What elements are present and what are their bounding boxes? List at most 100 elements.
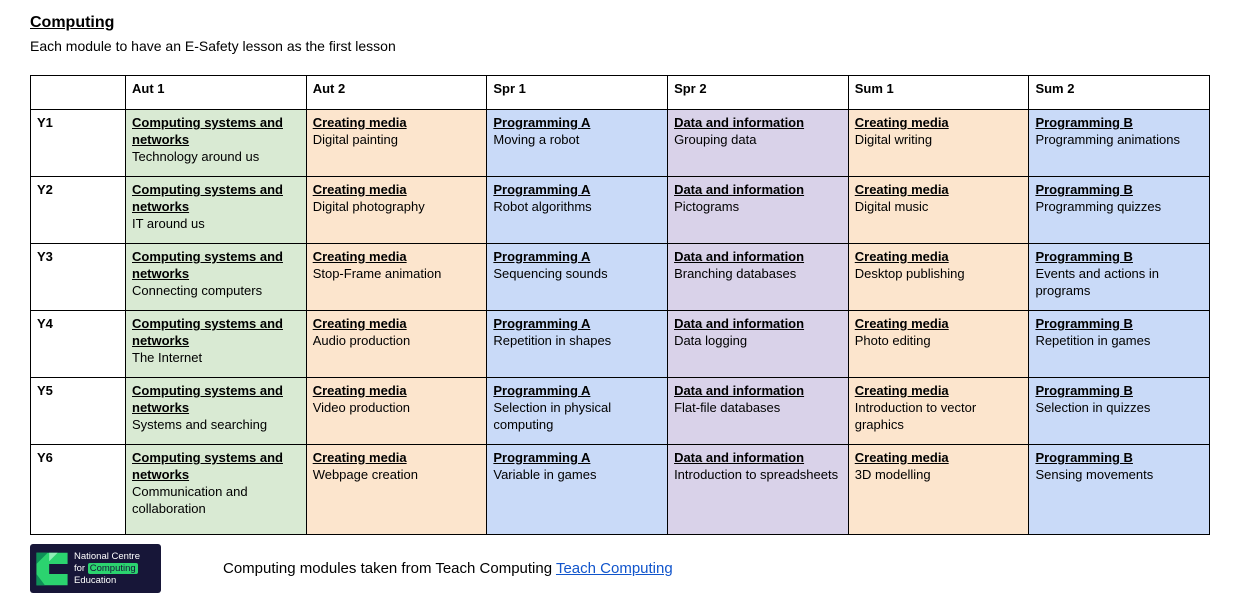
module-category: Creating media [854, 450, 949, 465]
module-category: Creating media [854, 182, 949, 197]
module-topic: Stop-Frame animation [312, 266, 442, 281]
module-topic: IT around us [132, 216, 205, 231]
module-topic: Technology around us [132, 149, 260, 164]
module-category: Creating media [312, 249, 407, 264]
year-label-y2: Y2 [30, 176, 126, 244]
page-title: Computing [30, 14, 115, 31]
module-category: Creating media [312, 450, 407, 465]
module-category: Computing systems and networks [132, 383, 283, 415]
module-cell: Programming B Programming quizzes [1028, 176, 1211, 244]
module-topic: Digital music [854, 199, 929, 214]
module-topic: Webpage creation [312, 467, 418, 482]
ncce-logo-line1: National Centre [74, 550, 141, 562]
term-header-sum-1: Sum 1 [847, 75, 1030, 110]
year-label-y3: Y3 [30, 243, 126, 311]
footer-note: Computing modules taken from Teach Compu… [223, 560, 673, 577]
module-category: Programming B [1035, 182, 1133, 197]
module-category: Computing systems and networks [132, 450, 283, 482]
ncce-logo-text: National Centre for Computing Education [74, 551, 140, 587]
module-topic: Grouping data [674, 132, 757, 147]
module-topic: Digital painting [312, 132, 398, 147]
module-category: Creating media [854, 249, 949, 264]
footer-text: Computing modules taken from Teach Compu… [223, 560, 553, 577]
module-cell: Programming B Programming animations [1028, 109, 1211, 177]
ncce-computing-highlight: Computing [87, 562, 138, 574]
module-topic: Programming quizzes [1035, 199, 1162, 214]
module-category: Programming A [493, 249, 591, 264]
module-category: Programming B [1035, 450, 1133, 465]
term-header-aut-2: Aut 2 [305, 75, 488, 110]
module-topic: Moving a robot [493, 132, 580, 147]
module-topic: Audio production [312, 333, 411, 348]
module-topic: Photo editing [854, 333, 931, 348]
year-label-y6: Y6 [30, 444, 126, 535]
footer: National Centre for Computing Education … [30, 544, 1209, 593]
module-category: Programming B [1035, 316, 1133, 331]
module-category: Programming B [1035, 115, 1133, 130]
module-topic: Selection in quizzes [1035, 400, 1151, 415]
module-topic: Repetition in games [1035, 333, 1151, 348]
module-topic: Programming animations [1035, 132, 1180, 147]
corner-header-cell [30, 75, 126, 110]
year-label-y1: Y1 [30, 109, 126, 177]
teach-computing-link[interactable]: Teach Computing [555, 560, 673, 577]
module-category: Creating media [312, 316, 407, 331]
module-category: Data and information [674, 383, 805, 398]
page-subtitle: Each module to have an E-Safety lesson a… [30, 38, 396, 54]
module-topic: Communication and collaboration [132, 484, 248, 516]
module-topic: Robot algorithms [493, 199, 592, 214]
module-category: Creating media [312, 383, 407, 398]
module-topic: Digital photography [312, 199, 425, 214]
module-topic: Digital writing [854, 132, 933, 147]
year-label-y5: Y5 [30, 377, 126, 445]
module-category: Creating media [312, 115, 407, 130]
module-topic: Introduction to vector graphics [854, 400, 977, 432]
module-category: Computing systems and networks [132, 249, 283, 281]
module-category: Programming A [493, 182, 591, 197]
module-category: Computing systems and networks [132, 316, 283, 348]
year-label-y4: Y4 [30, 310, 126, 378]
term-header-spr-1: Spr 1 [486, 75, 669, 110]
term-header-aut-1: Aut 1 [125, 75, 307, 110]
module-topic: Repetition in shapes [493, 333, 612, 348]
term-header-sum-2: Sum 2 [1028, 75, 1211, 110]
module-cell: Programming B Repetition in games [1028, 310, 1211, 378]
module-category: Programming A [493, 450, 591, 465]
module-topic: Flat-file databases [674, 400, 781, 415]
module-cell: Programming A Robot algorithms [486, 176, 669, 244]
module-topic: Events and actions in programs [1035, 266, 1160, 298]
module-category: Programming A [493, 115, 591, 130]
module-cell: Programming B Events and actions in progr… [1028, 243, 1211, 311]
module-category: Programming B [1035, 249, 1133, 264]
